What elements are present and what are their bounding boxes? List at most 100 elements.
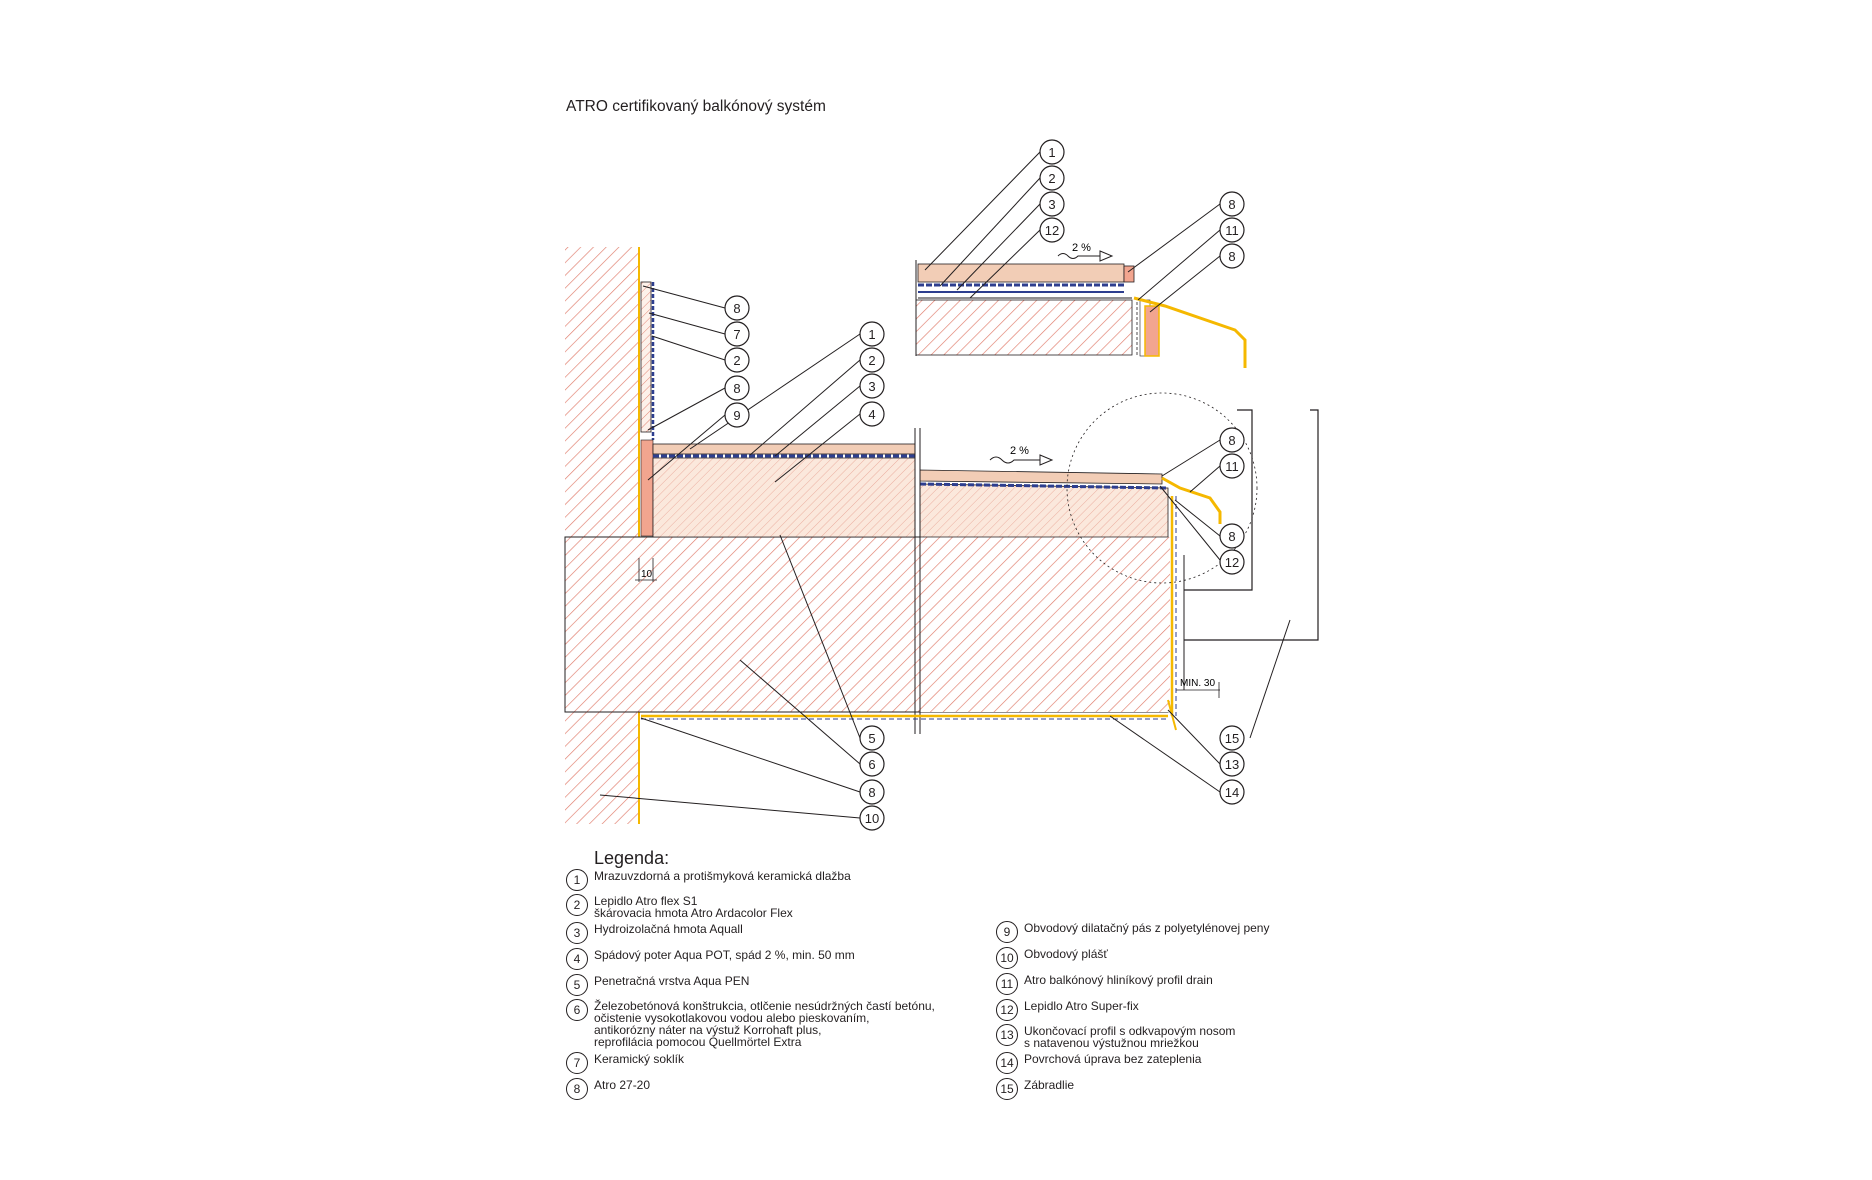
callout-wall-7: 7 <box>733 327 740 342</box>
dilatation-strip <box>640 439 654 537</box>
callout-top-11: 11 <box>1225 223 1239 238</box>
legend-num: 8 <box>566 1078 588 1100</box>
legend-text: Lepidlo Atro flex S1 <box>594 894 698 908</box>
legend-text: s natavenou výstužnou mriežkou <box>1024 1036 1199 1050</box>
callout-bottom-15: 15 <box>1225 731 1239 746</box>
slope-screed <box>652 457 916 538</box>
slope-label-main: 2 % <box>1010 445 1029 457</box>
legend-item-6: 6 Železobetónová konštrukcia, otlčenie n… <box>566 999 935 1048</box>
callout-mid-2: 2 <box>868 353 875 368</box>
callout-edge-11: 11 <box>1225 459 1239 474</box>
legend-text: Spádový poter Aqua POT, spád 2 %, min. 5… <box>594 948 855 962</box>
top-detail-slab <box>915 299 1133 356</box>
legend-item-9: 9 Obvodový dilatačný pás z polyetylénove… <box>996 921 1269 943</box>
slope-arrow <box>989 456 1040 464</box>
diagram-title: ATRO certifikovaný balkónový systém <box>566 98 826 115</box>
legend-item-4: 4 Spádový poter Aqua POT, spád 2 %, min.… <box>566 948 855 970</box>
legend-num: 2 <box>566 894 588 916</box>
callout-bottom-10: 10 <box>865 811 879 826</box>
legend-num: 5 <box>566 974 588 996</box>
top-detail-tiles <box>917 263 1125 283</box>
legend-num: 14 <box>996 1052 1018 1074</box>
legend-item-15: 15 Zábradlie <box>996 1078 1074 1100</box>
callout-mid-1: 1 <box>868 327 875 342</box>
legend-item-3: 3 Hydroizolačná hmota Aquall <box>566 922 743 944</box>
legend-text: reprofilácia pomocou Quellmörtel Extra <box>594 1035 802 1049</box>
callout-mid-3: 3 <box>868 379 875 394</box>
legend-text: Železobetónová konštrukcia, otlčenie nes… <box>594 999 935 1013</box>
callouts: 1 2 3 12 8 11 8 8 7 2 8 9 1 2 3 4 8 11 8… <box>724 139 1245 831</box>
callout-top-1: 1 <box>1048 145 1055 160</box>
legend-text: Zábradlie <box>1024 1078 1075 1092</box>
legend-num: 12 <box>996 999 1018 1021</box>
legend-item-1: 1 Mrazuvzdorná a protišmyková keramická … <box>566 869 851 891</box>
ceramic-skirting <box>640 281 652 433</box>
wall-hatch-upper <box>565 247 639 537</box>
callout-bottom-8: 8 <box>868 785 875 800</box>
legend-num: 13 <box>996 1024 1018 1046</box>
callout-wall-8b: 8 <box>733 381 740 396</box>
legend-text: Ukončovací profil s odkvapovým nosom <box>1024 1024 1236 1038</box>
legend-text: Atro 27-20 <box>594 1078 651 1092</box>
legend-item-14: 14 Povrchová úprava bez zateplenia <box>996 1052 1201 1074</box>
legend-text: Obvodový dilatačný pás z polyetylénovej … <box>1024 921 1270 935</box>
legend-text: Obvodový plášť <box>1024 947 1108 961</box>
legend-item-7: 7 Keramický soklík <box>566 1052 684 1074</box>
dim-10: 10 <box>641 569 653 580</box>
legend-num: 7 <box>566 1052 588 1074</box>
legend-num: 3 <box>566 922 588 944</box>
callout-edge-8a: 8 <box>1228 433 1235 448</box>
legend-heading: Legenda: <box>594 848 670 868</box>
legend-item-5: 5 Penetračná vrstva Aqua PEN <box>566 974 749 996</box>
legend-num: 1 <box>566 869 588 891</box>
legend-num: 9 <box>996 921 1018 943</box>
callout-bottom-14: 14 <box>1225 785 1239 800</box>
detail-circle <box>1066 392 1258 584</box>
concrete-slab-right <box>920 537 1170 712</box>
callout-top-8b: 8 <box>1228 249 1235 264</box>
legend-num: 15 <box>996 1078 1018 1100</box>
legend-text: škárovacia hmota Atro Ardacolor Flex <box>594 906 793 920</box>
wall-hatch-lower <box>565 712 639 824</box>
callout-top-3: 3 <box>1048 197 1055 212</box>
slope-screed-right <box>919 483 1169 538</box>
legend-text: Penetračná vrstva Aqua PEN <box>594 974 750 988</box>
legend-text: antikorózny náter na výstuž Korrohaft pl… <box>594 1023 822 1037</box>
callout-wall-9: 9 <box>733 408 740 423</box>
top-drain-profile <box>1133 296 1247 368</box>
legend-item-10: 10 Obvodový plášť <box>996 947 1108 969</box>
legend-num: 6 <box>566 999 588 1021</box>
drain-profile <box>1161 476 1222 524</box>
legend-text: Mrazuvzdorná a protišmyková keramická dl… <box>594 869 851 883</box>
callout-top-8a: 8 <box>1228 197 1235 212</box>
callout-top-12: 12 <box>1045 223 1059 238</box>
legend-num: 4 <box>566 948 588 970</box>
legend-item-12: 12 Lepidlo Atro Super-fix <box>996 999 1139 1021</box>
callout-bottom-5: 5 <box>868 731 875 746</box>
legend-num: 11 <box>996 973 1018 995</box>
callout-bottom-6: 6 <box>868 757 875 772</box>
callout-wall-8a: 8 <box>733 301 740 316</box>
legend-text: Lepidlo Atro Super-fix <box>1024 999 1139 1013</box>
tile-layer-right <box>919 469 1163 485</box>
callout-wall-2: 2 <box>733 353 740 368</box>
legend-item-11: 11 Atro balkónový hliníkový profil drain <box>996 973 1213 995</box>
legend-text: očistenie vysokotlakovou vodou alebo pie… <box>594 1011 870 1025</box>
railing <box>1184 409 1253 591</box>
slope-label-top: 2 % <box>1072 242 1091 254</box>
callout-bottom-13: 13 <box>1225 757 1239 772</box>
callout-top-2: 2 <box>1048 171 1055 186</box>
legend-item-8: 8 Atro 27-20 <box>566 1078 650 1100</box>
legend-text: Keramický soklík <box>594 1052 685 1066</box>
legend-num: 10 <box>996 947 1018 969</box>
legend-text: Povrchová úprava bez zateplenia <box>1024 1052 1202 1066</box>
legend-text: Hydroizolačná hmota Aquall <box>594 922 743 936</box>
callout-edge-12: 12 <box>1225 555 1239 570</box>
legend-text: Atro balkónový hliníkový profil drain <box>1024 973 1213 987</box>
callout-mid-4: 4 <box>868 407 875 422</box>
callout-edge-8b: 8 <box>1228 529 1235 544</box>
dim-min30: MIN. 30 <box>1180 678 1215 689</box>
